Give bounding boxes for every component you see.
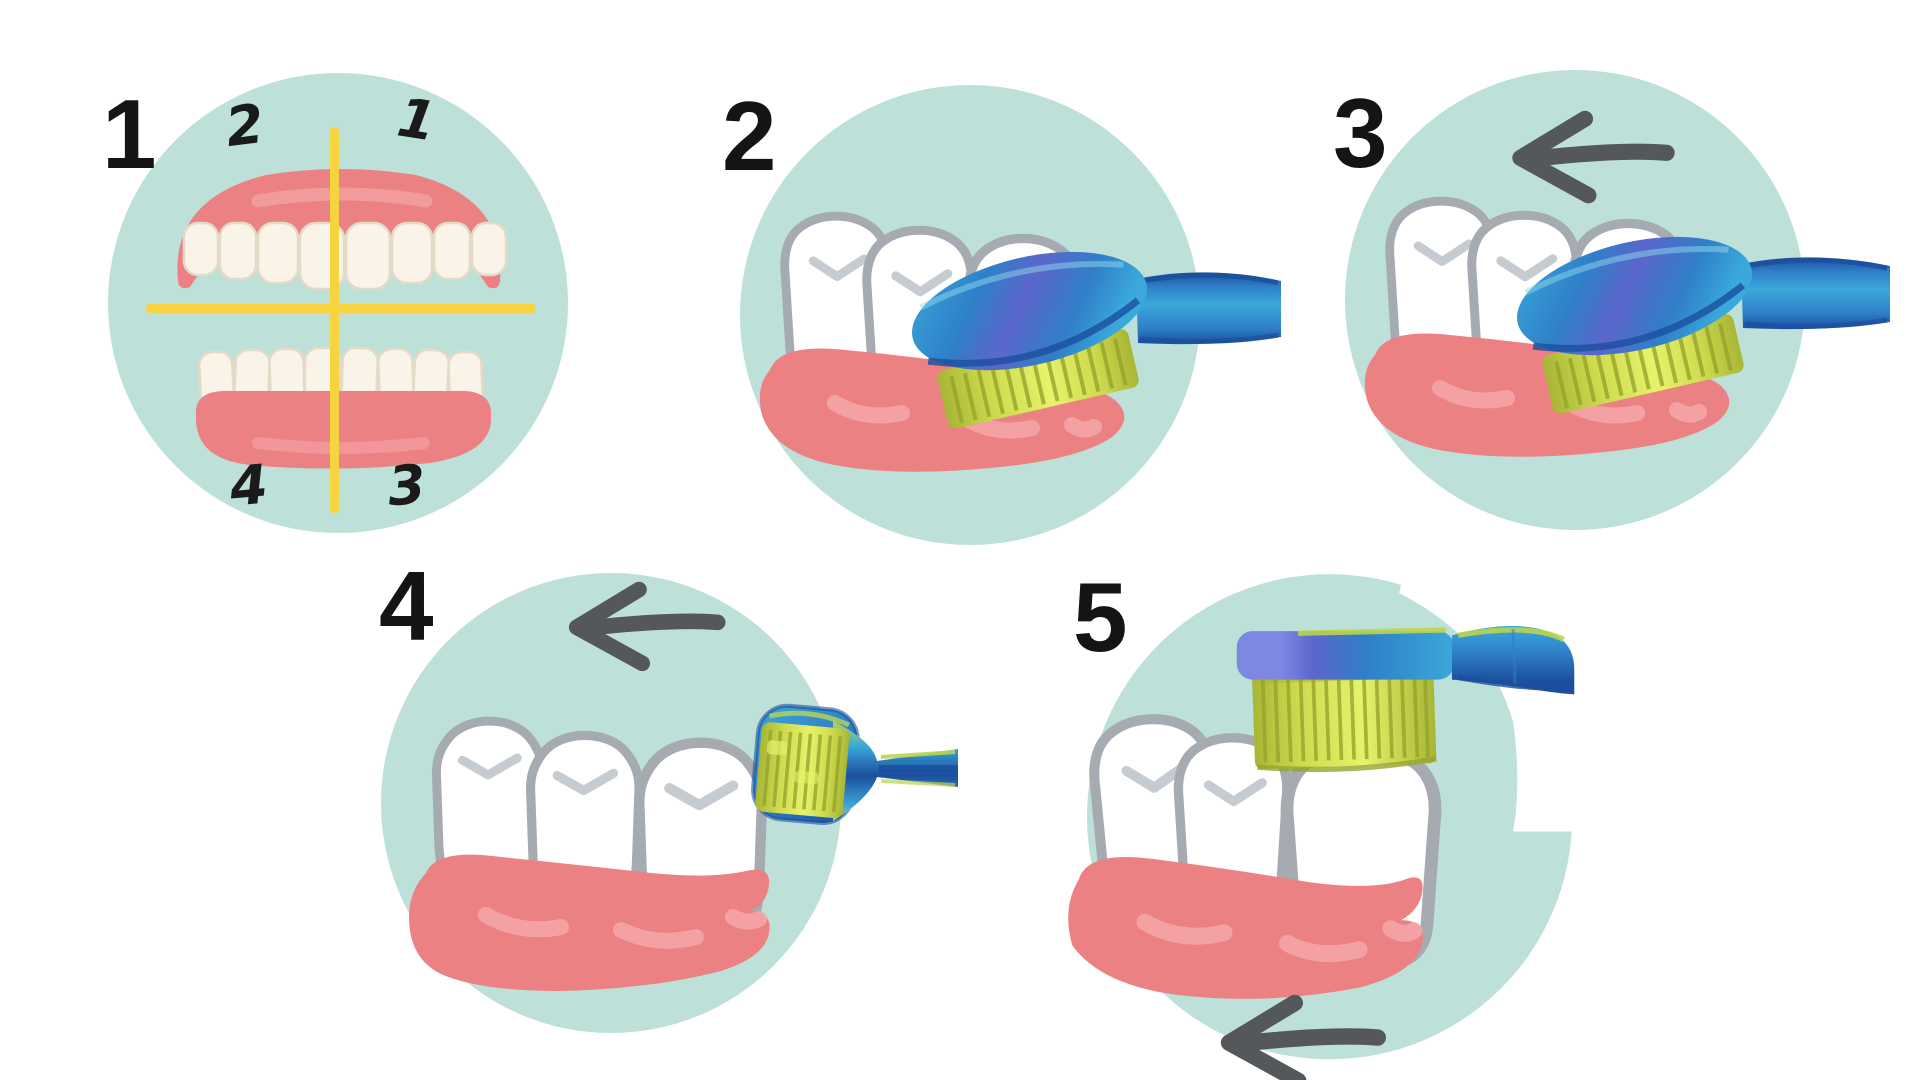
quadrant-label-lower-left: 4: [227, 452, 271, 519]
gumline-brushing-illustration: [740, 85, 1281, 545]
step-3-sweep-stroke-outer-surface: 3: [1333, 70, 1920, 540]
step-1-teeth-quadrant-map: 1 2 1 4 3: [102, 73, 748, 543]
step-number: 1: [102, 79, 156, 189]
teeth-quadrants-illustration: [108, 73, 568, 533]
lower-jaw-icon: [195, 346, 492, 469]
sweep-brushing-illustration: [1345, 70, 1890, 530]
quadrant-cross-icon: [146, 127, 536, 513]
chewing-surface-brushing-illustration: [1068, 574, 1762, 1080]
toothbrush-icon: [1236, 625, 1575, 773]
step-number: 5: [1073, 562, 1127, 672]
gums-icon: [1068, 857, 1423, 999]
toothbrush-icon: [751, 703, 958, 826]
step-5-brush-chewing-surface: 5: [1068, 568, 1762, 1080]
step-4-brush-front-teeth: 4: [379, 557, 1021, 1043]
step-number: 4: [379, 551, 433, 661]
left-arrow-icon: [1220, 994, 1387, 1080]
quadrant-label-lower-right: 3: [385, 452, 428, 519]
front-teeth-brushing-illustration: [381, 573, 958, 1033]
left-arrow-icon: [568, 581, 726, 672]
step-number: 2: [722, 81, 776, 191]
quadrant-label-upper-left: 2: [222, 91, 268, 160]
step-number: 3: [1333, 78, 1387, 188]
toothbrush-icon: [1516, 236, 1890, 414]
left-arrow-icon: [1512, 110, 1675, 204]
gums-icon: [409, 854, 770, 991]
toothbrush-icon: [911, 251, 1281, 429]
step-2-brush-at-gumline: 2: [722, 85, 1380, 555]
